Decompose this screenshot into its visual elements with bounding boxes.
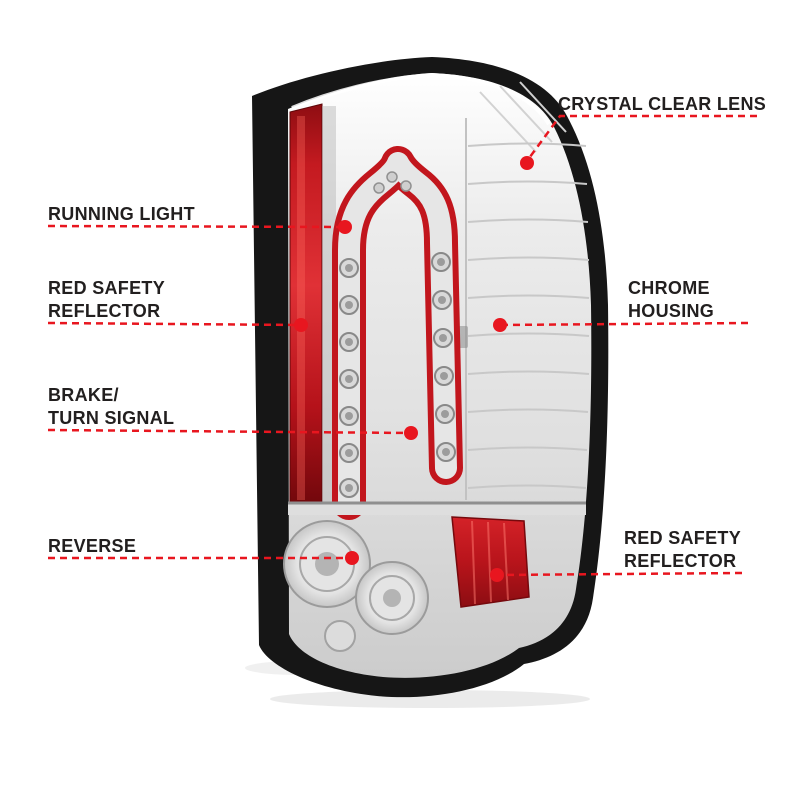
leader-line-running-light <box>47 224 346 229</box>
marker-dot-running-light <box>338 220 352 234</box>
leader-line-chrome-housing <box>499 321 749 327</box>
marker-dot-crystal-clear-lens <box>520 156 534 170</box>
callout-marker-dots <box>294 156 534 582</box>
callout-label-red-safety-reflector-left: RED SAFETY REFLECTOR <box>48 278 166 321</box>
lens-top-highlight <box>291 72 551 126</box>
callout-label-chrome-housing: CHROME HOUSING <box>628 278 715 321</box>
callout-label-brake-turn-signal: BRAKE/ TURN SIGNAL <box>48 385 175 428</box>
marker-dot-chrome-housing <box>493 318 507 332</box>
leader-line-red-safety-reflector-left <box>47 321 302 327</box>
marker-dot-red-safety-reflector-right <box>490 568 504 582</box>
callout-leader-lines <box>47 114 757 577</box>
callout-label-running-light: RUNNING LIGHT <box>48 204 195 224</box>
leader-line-red-safety-reflector-right <box>496 571 743 577</box>
red-safety-reflector-lower <box>451 516 530 608</box>
led-bulbs <box>339 171 456 498</box>
reverse-light-section <box>283 520 429 652</box>
marker-dot-brake-turn-signal <box>404 426 418 440</box>
leader-line-brake-turn-signal <box>47 428 412 435</box>
red-safety-reflector-strip <box>289 103 336 509</box>
marker-dot-red-safety-reflector-left <box>294 318 308 332</box>
lens-top-ribs <box>479 81 567 153</box>
ribbed-lens-area <box>465 118 590 500</box>
callout-label-red-safety-reflector-right: RED SAFETY REFLECTOR <box>624 528 742 571</box>
callout-label-reverse: REVERSE <box>48 536 137 556</box>
marker-dot-reverse <box>345 551 359 565</box>
leader-line-crystal-clear-lens <box>525 114 757 162</box>
callout-label-crystal-clear-lens: CRYSTAL CLEAR LENS <box>558 94 767 114</box>
housing-divider <box>288 501 586 515</box>
led-arch-light-bar <box>332 146 463 520</box>
